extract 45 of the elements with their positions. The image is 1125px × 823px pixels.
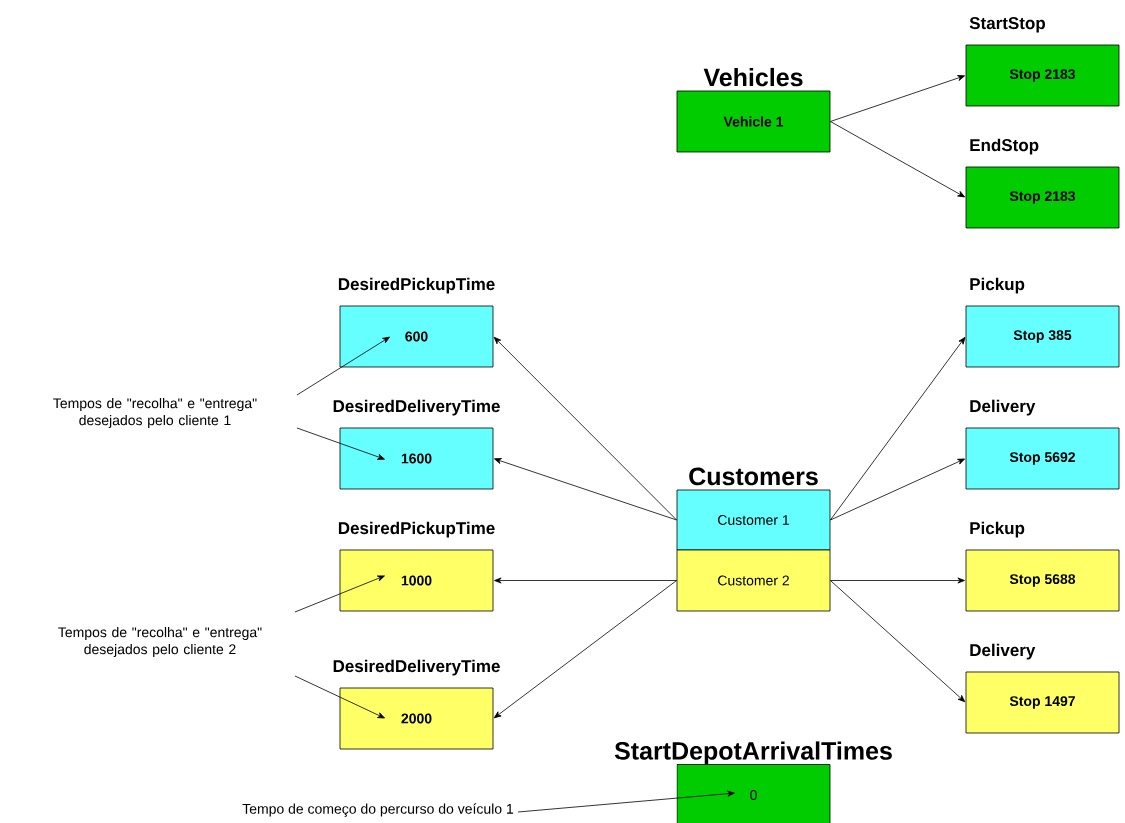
heading: StartDepotArrivalTimes [614,741,892,765]
arrow [830,458,965,521]
heading: DesiredPickupTime [338,521,495,538]
leader-line [294,675,385,719]
leader-line [294,575,385,613]
value-box: Customer 2 [676,549,831,612]
arrow [494,577,677,584]
heading: Vehicles [703,67,803,87]
heading: DesiredDeliveryTime [333,659,500,676]
heading: Customers [689,467,818,486]
value-box: Stop 2183 [965,44,1120,107]
arrow [830,580,966,703]
value-box: Customer 1 [676,489,831,551]
value-box: Stop 1497 [965,671,1120,734]
arrow [493,336,677,521]
value-box: 0 [676,764,831,823]
value-box: 1000 [339,549,494,612]
arrow [830,337,966,521]
value-box: Stop 385 [965,305,1120,368]
note-text: Tempos de "recolha" e "entrega" desejados pelo cliente 2 [58,626,262,657]
note-text: Tempos de "recolha" e "entrega" desejados pelo cliente 1 [53,397,257,428]
value-box: Stop 5688 [965,549,1120,612]
value-box: 2000 [339,687,494,750]
heading: Delivery [970,643,1036,660]
heading: Pickup [970,277,1025,294]
value-box: Stop 5692 [965,427,1120,490]
heading: DesiredDeliveryTime [333,399,500,416]
arrow [493,580,677,719]
heading: Delivery [970,399,1036,416]
value-box: 600 [339,305,494,368]
value-box: Stop 2183 [965,166,1120,229]
heading: Pickup [970,521,1025,538]
arrow [830,121,966,198]
leader-line [296,427,385,460]
leader-line [296,336,390,396]
value-box: 1600 [339,427,494,490]
arrow [830,75,965,122]
heading: DesiredPickupTime [338,277,495,294]
arrow [494,458,677,521]
arrow [830,577,965,584]
value-box: Vehicle 1 [676,90,831,153]
heading: EndStop [970,138,1039,155]
note-text: Tempo de começo do percurso do veículo 1 [242,803,514,817]
leader-line [517,790,735,813]
heading: StartStop [969,17,1045,33]
